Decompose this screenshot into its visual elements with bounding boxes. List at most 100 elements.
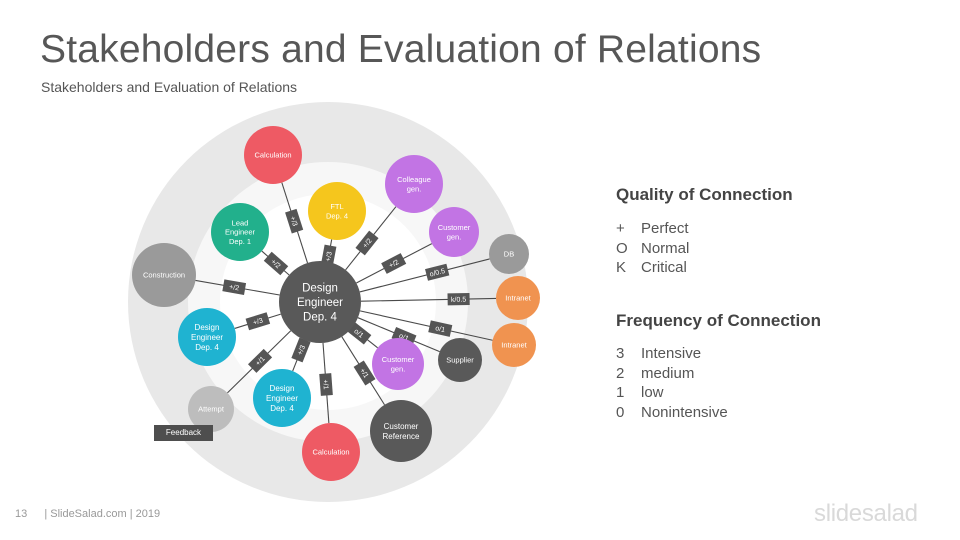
node-label-design-engineer-left-line: Dep. 4 — [195, 343, 219, 352]
connection-label-text: k/0.5 — [451, 297, 466, 304]
node-circle-design-engineer-left — [178, 308, 236, 366]
quality-legend-item: + Perfect — [616, 220, 689, 237]
node-label-intranet-1-line: Intranet — [505, 294, 531, 303]
connection-label-box — [319, 373, 333, 396]
node-circle-lead-engineer — [211, 203, 269, 261]
frequency-legend-text: Nonintensive — [641, 403, 728, 421]
connection-label-text: +/2 — [269, 258, 281, 270]
brand-logo: slidesalad — [814, 500, 918, 527]
connection-label-box — [346, 321, 372, 345]
frequency-legend-item: 1 low — [616, 384, 664, 401]
quality-legend-item: K Critical — [616, 259, 687, 276]
node-circle-calculation-top — [244, 126, 302, 184]
node-label-lead-engineer-line: Engineer — [225, 228, 256, 237]
connection-label-box — [355, 230, 379, 256]
connection-label-text: +/2 — [229, 284, 240, 293]
frequency-legend-symbol: 0 — [616, 403, 625, 421]
connection-label-text: +/2 — [388, 259, 400, 270]
connection-label-text: +/1 — [358, 367, 369, 379]
connection-labels: +/3 +/3 +/2 +/2 +/2 o/0.5 k/0.5 o/1 o/1 o/1 +/1 +/1… — [222, 208, 470, 396]
node-circle-colleague — [385, 155, 443, 213]
node-attempt: Attempt — [188, 386, 234, 432]
connection-label-text: o/0.5 — [429, 268, 446, 279]
connection-label-calculation-bottom: +/1 — [319, 373, 333, 396]
node-circle-calculation-bottom — [302, 423, 360, 481]
quality-legend-symbol: O — [616, 239, 628, 257]
frequency-legend-text: low — [641, 384, 664, 401]
node-circle-customer-reference — [370, 400, 432, 462]
connection-label-box — [428, 320, 453, 337]
page-title: Stakeholders and Evaluation of Relations — [40, 28, 762, 71]
node-db: DB — [489, 234, 529, 274]
node-construction: Construction — [132, 243, 196, 307]
node-label-design-engineer-right-line: Design — [270, 384, 295, 393]
connection-label-intranet-1: k/0.5 — [447, 292, 470, 306]
connection-label-text: o/1 — [435, 325, 446, 334]
connection-label-intranet-2: o/1 — [428, 320, 453, 337]
quality-legend-symbol: K — [616, 259, 627, 276]
connection-label-customer-gen-bottom: o/1 — [346, 321, 372, 345]
connection-label-text: +/2 — [362, 237, 374, 249]
connection-label-text: o/1 — [352, 328, 364, 340]
connection-label-box — [222, 279, 247, 295]
center-node-label-line: Dep. 4 — [303, 312, 337, 324]
node-label-construction-line: Construction — [143, 271, 185, 280]
center-node-label-line: Design — [302, 283, 338, 295]
node-label-calculation-bottom-line: Calculation — [312, 448, 349, 457]
center-node-circle — [279, 261, 361, 343]
node-circle-design-engineer-right — [253, 369, 311, 427]
connection-label-customer-reference: +/1 — [353, 360, 376, 386]
connection-label-construction: +/2 — [222, 279, 247, 295]
quality-legend-text: Critical — [641, 259, 687, 276]
connection-label-box — [247, 348, 273, 373]
connection-label-design-engineer-right: +/3 — [291, 337, 311, 363]
connection-label-lead-engineer: +/2 — [263, 251, 289, 276]
connection-label-box — [425, 263, 450, 281]
feedback-label: Feedback — [154, 425, 213, 441]
frequency-legend-symbol: 3 — [616, 345, 625, 362]
node-label-customer-gen-bottom-line: Customer — [382, 355, 415, 364]
page-number: 13 — [15, 508, 28, 520]
connection-label-box — [263, 251, 289, 276]
node-label-customer-gen-top-line: gen. — [447, 232, 462, 241]
node-label-attempt-line: Attempt — [198, 405, 225, 414]
connection-label-text: +/3 — [252, 317, 264, 327]
quality-legend-text: Perfect — [641, 220, 689, 237]
node-label-lead-engineer-line: Dep. 1 — [229, 237, 251, 246]
node-circle-customer-gen-bottom — [372, 338, 424, 390]
page-subtitle: Stakeholders and Evaluation of Relations — [41, 79, 298, 95]
connection-label-box — [353, 360, 376, 386]
node-circle-attempt — [188, 386, 234, 432]
connection-label-colleague: +/2 — [355, 230, 379, 256]
node-label-colleague-line: gen. — [407, 184, 422, 193]
connection-label-customer-gen-top: +/2 — [381, 253, 407, 274]
node-label-calculation-top-line: Calculation — [254, 151, 291, 160]
node-label-design-engineer-left-line: Engineer — [191, 333, 223, 342]
connection-label-box — [381, 253, 407, 274]
node-label-db-line: DB — [504, 250, 514, 259]
footer: 13 | SlideSalad.com | 2019 — [15, 508, 160, 520]
connection-label-text: +/3 — [288, 216, 298, 228]
connection-label-text: o/1 — [398, 333, 410, 343]
quality-legend-symbol: + — [616, 220, 625, 237]
connection-line-intranet-2 — [359, 310, 493, 341]
node-circle-db — [489, 234, 529, 274]
node-label-intranet-2-line: Intranet — [501, 341, 527, 350]
node-label-customer-gen-bottom-line: gen. — [391, 364, 406, 373]
frequency-legend-symbol: 1 — [616, 384, 625, 401]
node-label-customer-reference-line: Reference — [383, 432, 420, 441]
node-label-customer-reference-line: Customer — [384, 422, 419, 431]
node-circle-customer-gen-top — [429, 207, 479, 257]
